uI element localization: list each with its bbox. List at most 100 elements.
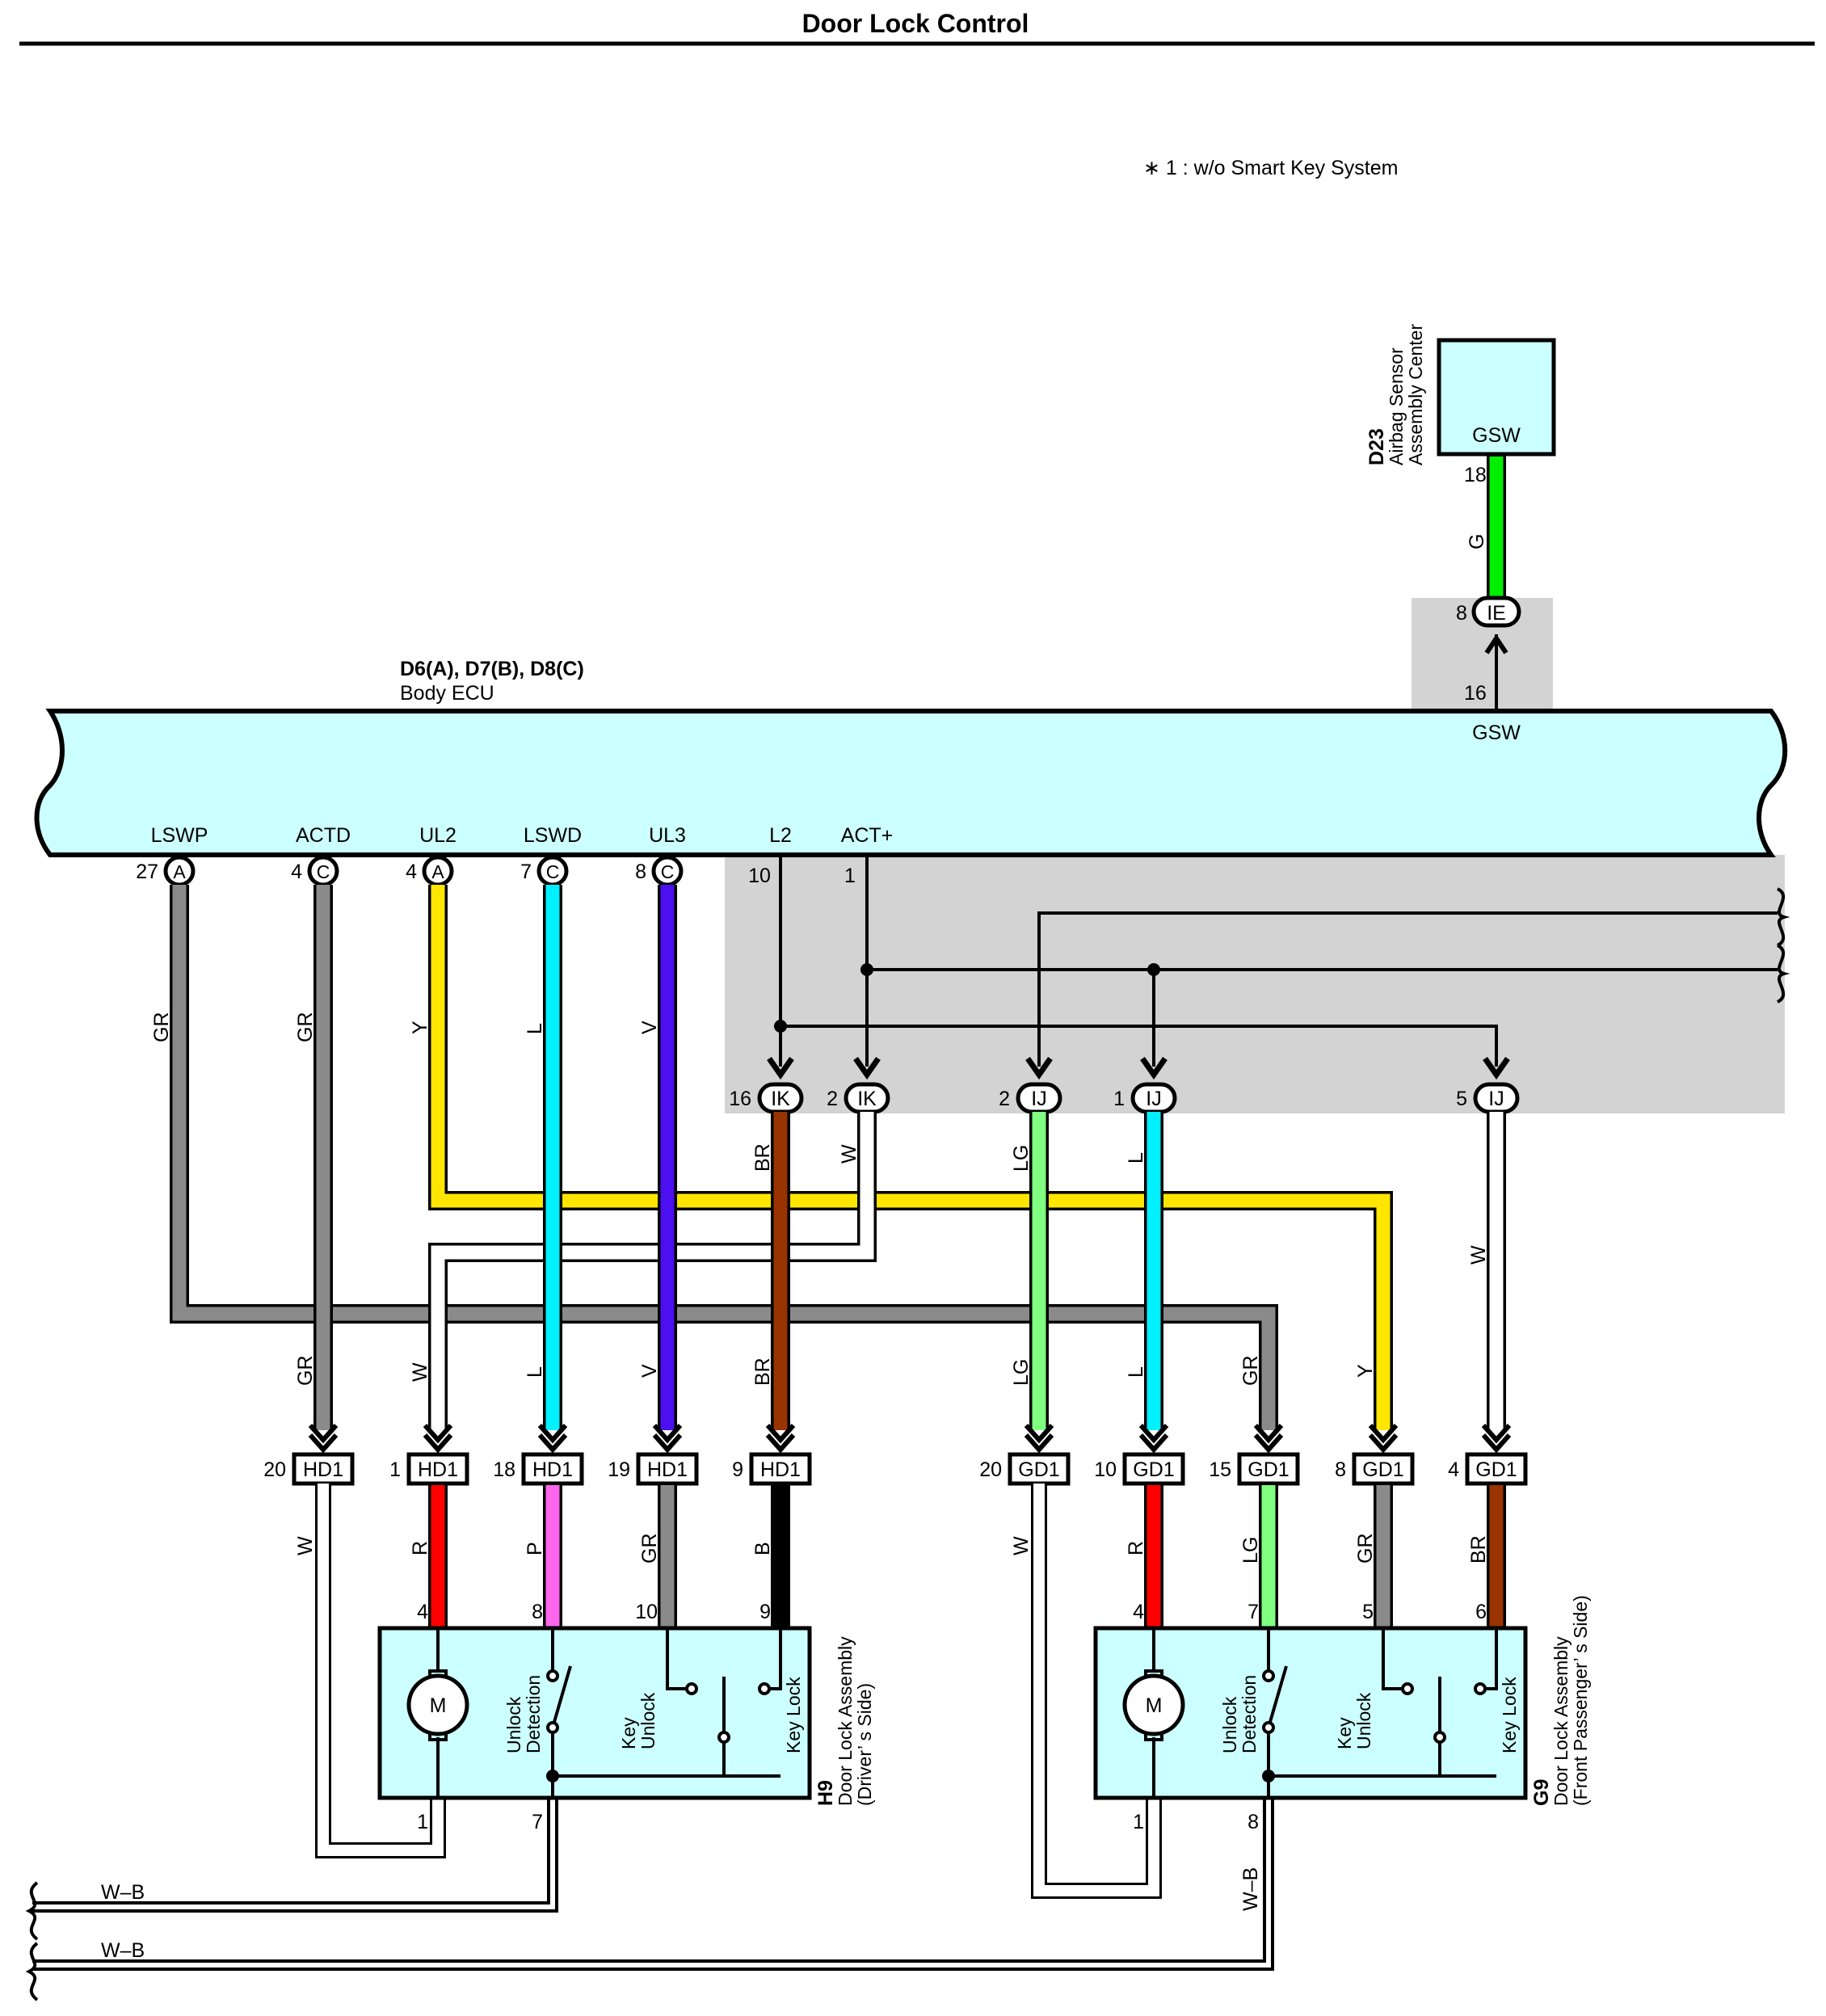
middle-wire-labels: GR W L V BR LG L GR Y	[294, 1356, 1377, 1387]
svg-text:15: 15	[1209, 1458, 1231, 1481]
svg-text:4: 4	[406, 861, 417, 883]
svg-text:BR: BR	[751, 1357, 774, 1386]
ecu-pin-l2: 10	[748, 865, 771, 887]
airbag-terminal: GSW	[1472, 424, 1521, 447]
ie-connector	[1471, 596, 1521, 628]
svg-text:4: 4	[1448, 1458, 1459, 1481]
h9-motor: M	[430, 1694, 447, 1717]
svg-text:A: A	[173, 861, 186, 882]
airbag-name-1: Airbag Sensor	[1386, 347, 1407, 465]
g9-pin-8: 8	[1247, 1811, 1259, 1833]
connector-ij-5: IJ 5	[1456, 1082, 1520, 1114]
lower-wires	[32, 1484, 1506, 1971]
h9-pin-10: 10	[635, 1601, 658, 1623]
svg-text:L: L	[1125, 1366, 1147, 1378]
hd1-connectors: HD1 20 HD1 1 HD1 18 HD1 19 HD1 9	[263, 1452, 812, 1486]
upper-wire-labels: GR GR Y L V BR W LG L W	[150, 1012, 1490, 1265]
junction-arrows	[767, 1056, 1510, 1080]
g9-pin-7: 7	[1247, 1601, 1259, 1623]
ecu-pin-actd: C 4	[291, 855, 339, 887]
svg-text:19: 19	[608, 1458, 630, 1481]
svg-text:Y: Y	[409, 1021, 431, 1034]
svg-text:1: 1	[389, 1458, 401, 1481]
svg-text:4: 4	[291, 861, 302, 883]
g9-unlock-2: Detection	[1239, 1675, 1260, 1753]
svg-text:W: W	[1467, 1245, 1490, 1265]
ecu-code: D6(A), D7(B), D8(C)	[400, 658, 584, 680]
ground-label-2: W–B	[101, 1939, 145, 1962]
svg-text:IK: IK	[857, 1088, 877, 1110]
ecu-term-act: ACT+	[841, 824, 894, 847]
g9-key-2: Unlock	[1353, 1692, 1374, 1749]
svg-text:L: L	[1125, 1152, 1147, 1164]
ecu-term-lswp: LSWP	[151, 824, 208, 847]
g9-pin-4: 4	[1133, 1601, 1144, 1623]
harness-wires	[170, 885, 1506, 1430]
svg-text:1: 1	[1113, 1088, 1125, 1110]
svg-text:C: C	[317, 861, 330, 882]
svg-text:L: L	[524, 1023, 546, 1034]
svg-text:W: W	[838, 1144, 860, 1164]
svg-text:P: P	[524, 1542, 546, 1555]
ecu-term-l2: L2	[769, 824, 792, 847]
ecu-term-actd: ACTD	[296, 824, 351, 847]
svg-text:GD1: GD1	[1362, 1458, 1403, 1481]
svg-text:GR: GR	[294, 1356, 317, 1387]
svg-text:W: W	[294, 1536, 317, 1555]
svg-text:LG: LG	[1010, 1359, 1033, 1386]
svg-text:8: 8	[1335, 1458, 1346, 1481]
gd1-connectors: GD1 20 GD1 10 GD1 15 GD1 8 GD1 4	[979, 1452, 1528, 1486]
svg-text:W: W	[409, 1362, 431, 1382]
svg-text:LG: LG	[1239, 1537, 1262, 1564]
svg-text:IJ: IJ	[1031, 1088, 1046, 1110]
g9-key-1: Key	[1334, 1717, 1355, 1749]
svg-text:GD1: GD1	[1247, 1458, 1289, 1481]
h9-keylock: Key Lock	[783, 1677, 804, 1753]
svg-text:R: R	[1125, 1541, 1147, 1555]
svg-text:B: B	[751, 1542, 774, 1555]
svg-text:10: 10	[1094, 1458, 1117, 1481]
airbag-code: D23	[1365, 428, 1388, 465]
g9-pin-6: 6	[1475, 1601, 1487, 1623]
ie-pin2: 16	[1464, 682, 1487, 705]
connector-ij-2: IJ 2	[999, 1082, 1062, 1114]
ie-arrow	[1484, 633, 1508, 654]
svg-text:A: A	[431, 861, 444, 882]
body-ecu	[34, 709, 1788, 857]
junction-block-main	[725, 855, 1785, 1113]
ecu-pin-ul3: C 8	[635, 855, 684, 887]
door-lock-g9: 4 7 5 6 1 8 M Unlock Detection Key	[1093, 1601, 1528, 1833]
svg-text:GD1: GD1	[1018, 1458, 1059, 1481]
svg-text:IJ: IJ	[1146, 1088, 1161, 1110]
svg-text:27: 27	[136, 861, 158, 883]
svg-text:GD1: GD1	[1475, 1458, 1517, 1481]
g9-motor: M	[1146, 1694, 1163, 1717]
h9-pin-1: 1	[417, 1811, 428, 1833]
svg-text:W: W	[1010, 1536, 1033, 1555]
ground-break-symbol	[25, 1881, 39, 2001]
wire-label-airbag: G	[1466, 534, 1488, 549]
svg-text:Y: Y	[1354, 1364, 1377, 1378]
svg-text:7: 7	[520, 861, 532, 883]
ie-pin: 8	[1456, 602, 1467, 625]
connector-ik-16: IK 16	[729, 1082, 804, 1114]
svg-text:18: 18	[493, 1458, 515, 1481]
svg-text:BR: BR	[1467, 1535, 1490, 1564]
h9-name-2: (Driver’ s Side)	[854, 1683, 875, 1806]
svg-text:2: 2	[999, 1088, 1010, 1110]
svg-text:8: 8	[635, 861, 646, 883]
g9-keylock: Key Lock	[1499, 1677, 1520, 1753]
svg-text:9: 9	[732, 1458, 743, 1481]
svg-text:20: 20	[263, 1458, 286, 1481]
ecu-term-ul2: UL2	[419, 824, 456, 847]
svg-text:HD1: HD1	[418, 1458, 458, 1481]
svg-text:IJ: IJ	[1488, 1088, 1504, 1110]
h9-name-1: Door Lock Assembly	[835, 1636, 856, 1806]
svg-text:GR: GR	[1239, 1356, 1262, 1387]
svg-text:HD1: HD1	[647, 1458, 688, 1481]
connector-ij-1: IJ 1	[1113, 1082, 1177, 1114]
svg-text:20: 20	[979, 1458, 1002, 1481]
ecu-pin-act: 1	[844, 865, 856, 887]
splice-act2	[1147, 963, 1160, 976]
